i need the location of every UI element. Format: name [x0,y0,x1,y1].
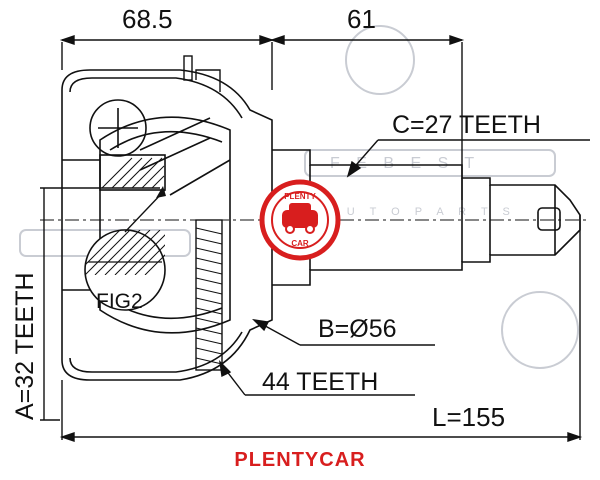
label-abs-teeth: 44 TEETH [262,368,378,396]
shaft [40,149,590,286]
watermark-circle-top [345,25,415,95]
label-b-diameter: B=Ø56 [318,315,397,343]
housing-tab [183,55,221,92]
hatch-upper [101,157,165,189]
logo-text-top: PLENTY [284,192,316,201]
dimension-bottom [59,215,583,442]
label-a-teeth: A=32 TEETH [11,272,39,420]
label-fig2: FIG2 [96,290,143,313]
dim-left-length: 68.5 [122,4,173,34]
abs-ring [195,219,223,371]
watermark-band [304,149,556,177]
watermark-subtext: A U T O P A R T S [325,206,516,218]
fig2-detail [84,186,166,311]
watermark: F E B E S T A U T O P A R T S [19,25,579,369]
dim-right-length: 61 [347,4,376,34]
dimension-top [59,35,465,200]
dim-total-length: L=155 [432,402,505,432]
watermark-brand-text: F E B E S T [330,155,480,172]
plentycar-logo: PLENTY CAR [259,179,341,261]
leaders [219,139,590,396]
logo-text-bottom: CAR [291,239,309,248]
label-c-teeth: C=27 TEETH [392,111,541,139]
watermark-circle [501,291,579,369]
cv-joint-housing [61,69,273,381]
brand-caption: PLENTYCAR [234,449,365,471]
